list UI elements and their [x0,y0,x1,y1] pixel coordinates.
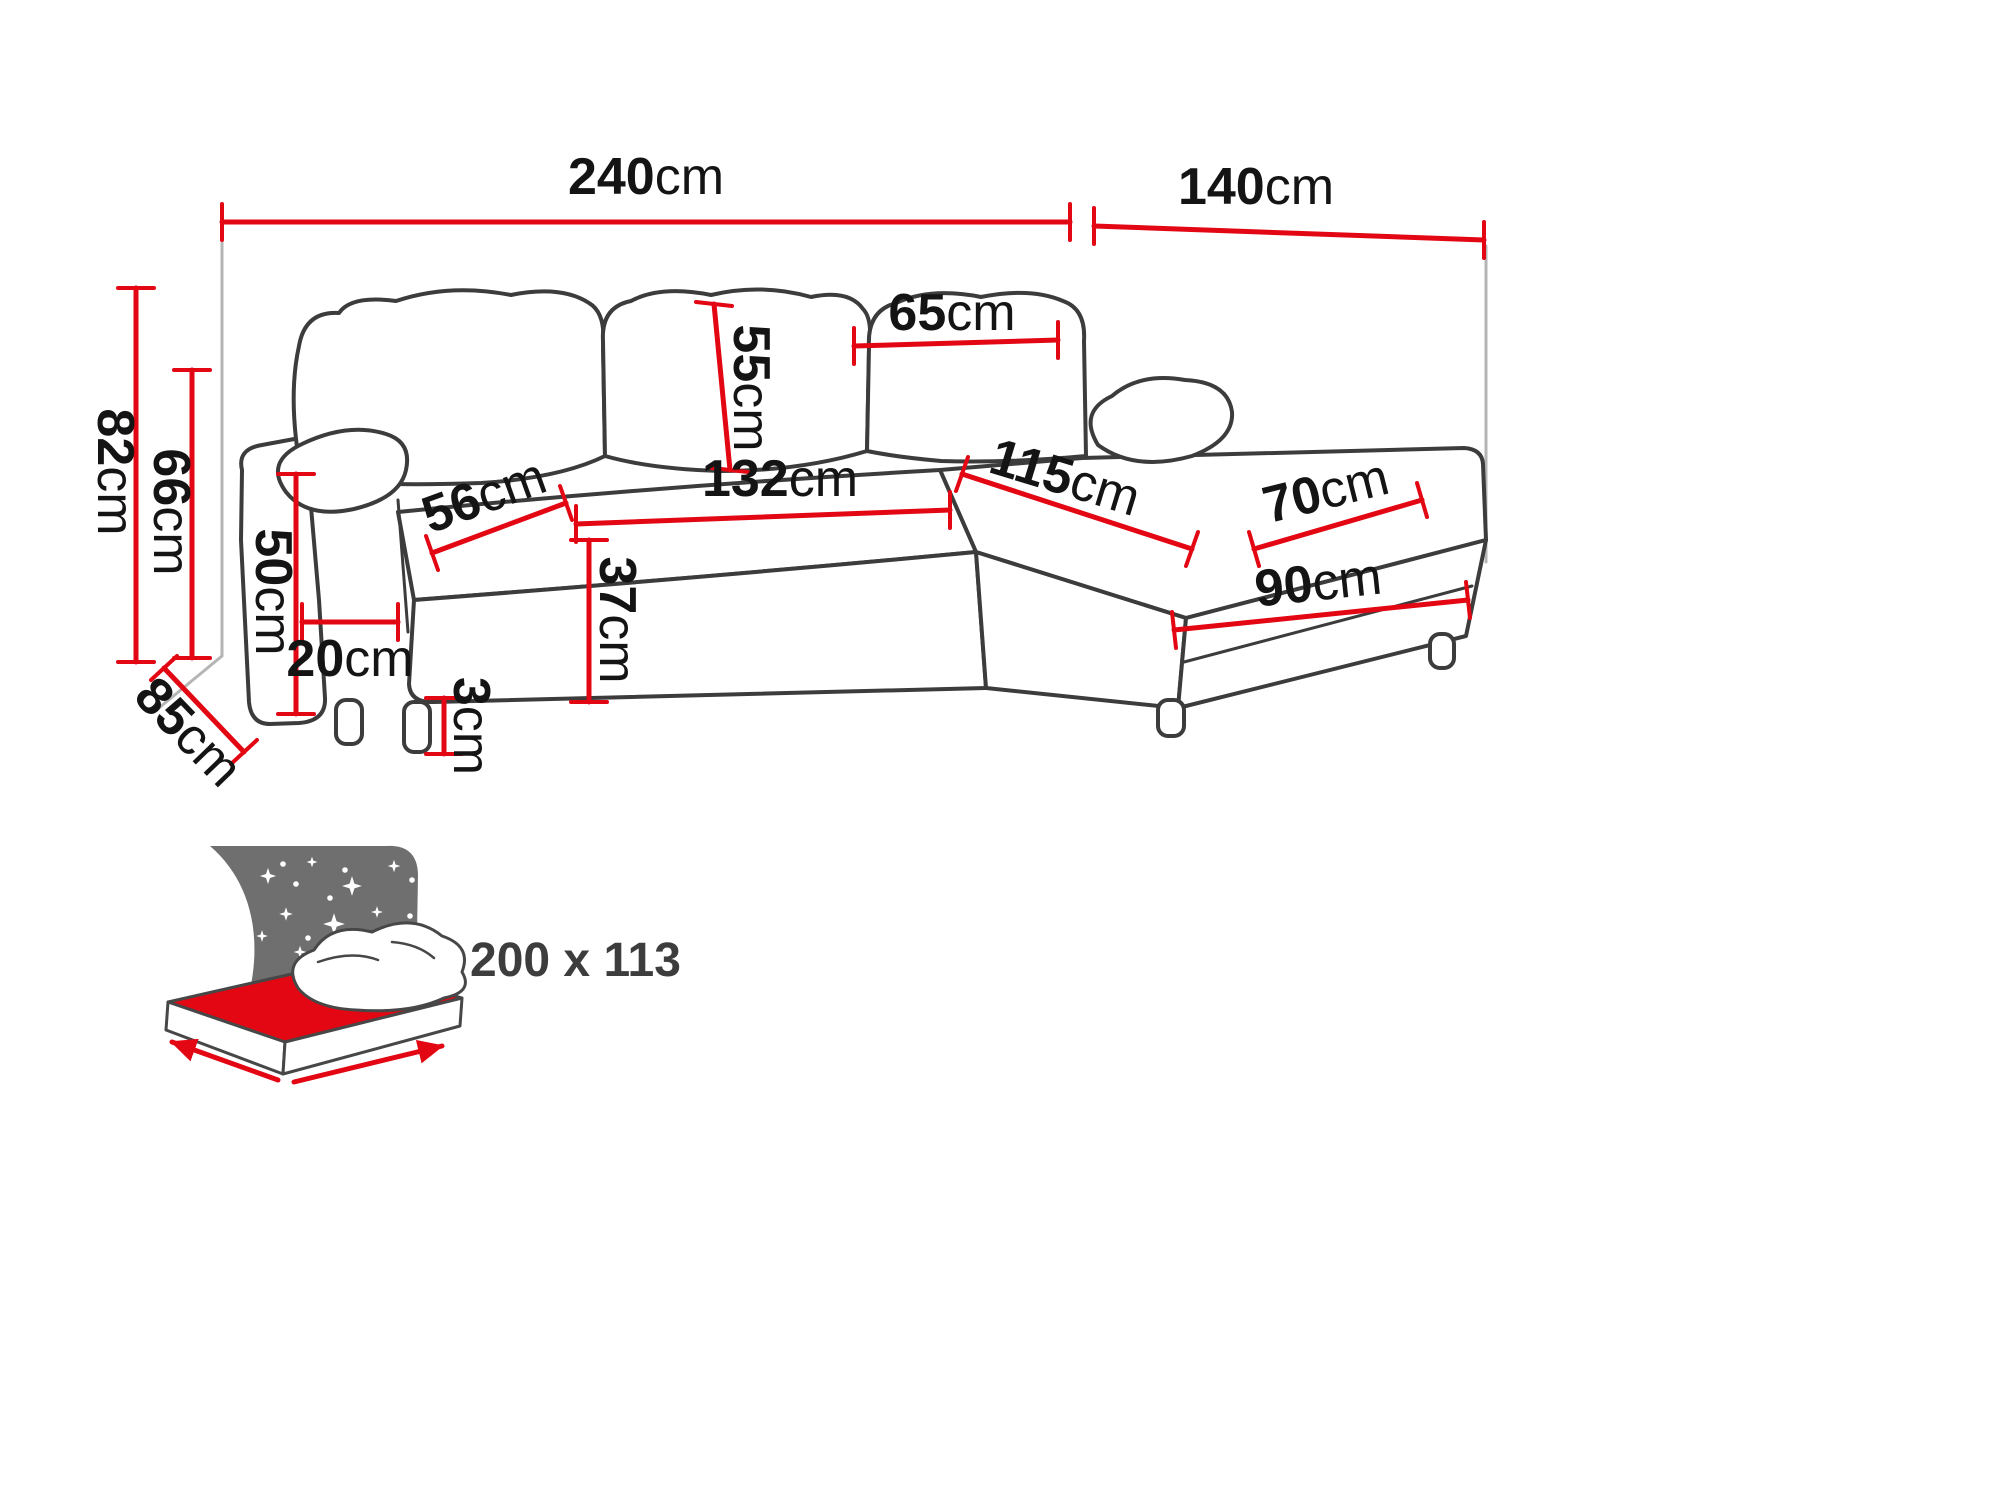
sofa-left-side-panel [239,435,328,726]
dimension-label: 140cm [1178,158,1334,216]
dimension-armrest-width: 20cm [286,602,414,688]
dimension-label: 66cm [142,448,200,575]
dimension-tick [954,455,970,493]
dimension-label: 65cm [888,284,1015,342]
dimension-tick [1415,481,1429,519]
mattress-side-right [281,996,464,1076]
sofa-leg [402,700,432,754]
star-dot [327,895,333,901]
dimension-tick [149,654,179,682]
expand-arrow [291,1040,445,1085]
dimension-tick [1184,530,1200,568]
dimension-right-depth: 140cm [1091,158,1487,260]
star-dot [280,861,286,867]
dimension-line [429,500,569,556]
left-front-panel [407,550,988,705]
dimension-label: 50cm [244,528,302,655]
dimension-tick [1464,580,1472,620]
duvet [291,921,467,1013]
dimension-tick [558,484,574,522]
dimension-back-width: 240cm [219,148,1073,242]
chaise-panel-seam [1182,584,1474,664]
dimension-label: 55cm [722,324,780,451]
star-dot [305,935,311,941]
back-cushion-corner [865,290,1088,464]
dimension-cushion-height: 55cm [694,300,780,474]
dimension-label: 37cm [588,556,646,683]
dimension-line [1091,223,1487,243]
dimension-seat-width: 132cm [573,450,953,544]
dimension-line [1171,597,1471,633]
sofa-leg [1428,632,1456,670]
dimension-tick [424,534,440,572]
dimension-line [851,337,1061,349]
bounding-box-depth-edge [152,654,224,714]
dimension-line [1251,497,1425,552]
sofa-drawing [239,287,1488,754]
dimension-armrest-height: 50cm [244,471,316,717]
dimension-label: 3cm [442,677,500,775]
dimension-tick [229,738,259,766]
star-dot [409,877,415,883]
armrest-pad [276,427,409,514]
dimension-backrest-height: 66cm [142,367,212,661]
dimension-label: 20cm [286,630,413,688]
dimension-total-height: 82cm [86,285,156,665]
duvet-fold [390,940,436,960]
dimension-tick [1247,530,1261,568]
dimension-tick [1170,610,1178,650]
star-dot [407,913,413,919]
dimension-line [959,471,1195,552]
dimension-label: 240cm [568,148,724,206]
accent-pillow [1088,376,1235,464]
sleeping-area-label: 200 x 113 [470,934,681,987]
dimension-seat-height: 37cm [569,537,646,705]
dimension-label: 82cm [86,408,144,535]
dimension-annotations: 240cm 140cm 82cm 66cm 50cm [86,148,1487,798]
dimension-leg-height: 3cm [424,677,500,775]
star-dot [342,867,348,873]
dimension-tick [710,466,750,474]
dimension-label: 132cm [702,450,858,508]
sleeping-function-icon: 200 x 113 [164,845,681,1085]
dimension-corner-cushion-width: 65cm [851,284,1061,366]
dimension-line [711,301,733,473]
dimension-label: 85cm [123,666,253,798]
dimension-line [161,665,247,755]
dimension-line [573,507,953,527]
sofa-leg [334,698,364,746]
expand-arrow [169,1038,281,1083]
duvet-fold [316,954,380,964]
dimension-label: 90cm [1252,548,1385,619]
sofa-leg [1156,698,1186,738]
dimension-chaise-front-length: 90cm [1170,548,1472,650]
armrest-inner-edge [396,498,410,634]
star-dot [293,881,299,887]
dimension-tick [694,300,734,308]
dimension-base-depth: 85cm [123,654,259,798]
